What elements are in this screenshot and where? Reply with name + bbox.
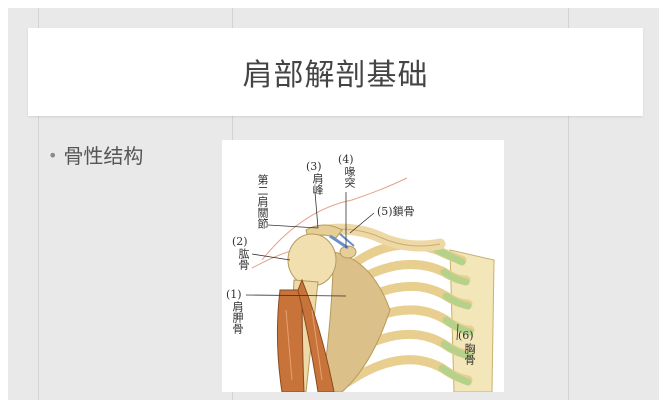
label-2-number: (2) xyxy=(232,235,248,248)
bullet-item: • 骨性结构 xyxy=(48,140,143,169)
label-2-humerus: 肱骨 xyxy=(237,248,250,270)
label-6-number: (6) xyxy=(458,329,474,342)
title-box: 肩部解剖基础 xyxy=(28,28,643,116)
background-stripe xyxy=(38,8,39,400)
label-3-number: (3) xyxy=(306,160,322,173)
shoulder-illustration xyxy=(245,177,495,392)
label-6-sternum: 胸骨 xyxy=(463,343,476,365)
bullet-text: 骨性结构 xyxy=(63,144,144,168)
slide-title: 肩部解剖基础 xyxy=(242,58,429,93)
label-1-number: (1) xyxy=(226,288,242,301)
leader-lines xyxy=(245,191,459,341)
sternum xyxy=(449,249,495,392)
ligament xyxy=(329,234,349,250)
label-5-clavicle: (5)鎖骨 xyxy=(377,205,415,218)
coracoid xyxy=(339,245,357,259)
bullet-dot-icon: • xyxy=(48,146,58,165)
label-3-acromion: 肩峰 xyxy=(311,173,324,195)
shoulder-anatomy-figure: 第二肩關節 (3) 肩峰 (4) 喙突 (5)鎖骨 (2) 肱骨 (1) 肩胛骨… xyxy=(222,140,504,392)
label-4-number: (4) xyxy=(338,153,354,166)
label-4-coracoid: 喙突 xyxy=(343,166,356,188)
ligament xyxy=(339,233,355,247)
skin-outline xyxy=(261,177,408,261)
muscle-fiber xyxy=(285,309,323,381)
muscle xyxy=(276,289,305,392)
humeral-head xyxy=(287,233,337,287)
background-stripe xyxy=(568,8,569,400)
label-1-scapula: 肩胛骨 xyxy=(231,301,244,334)
scapula xyxy=(321,251,391,392)
label-second-joint: 第二肩關節 xyxy=(256,174,269,229)
